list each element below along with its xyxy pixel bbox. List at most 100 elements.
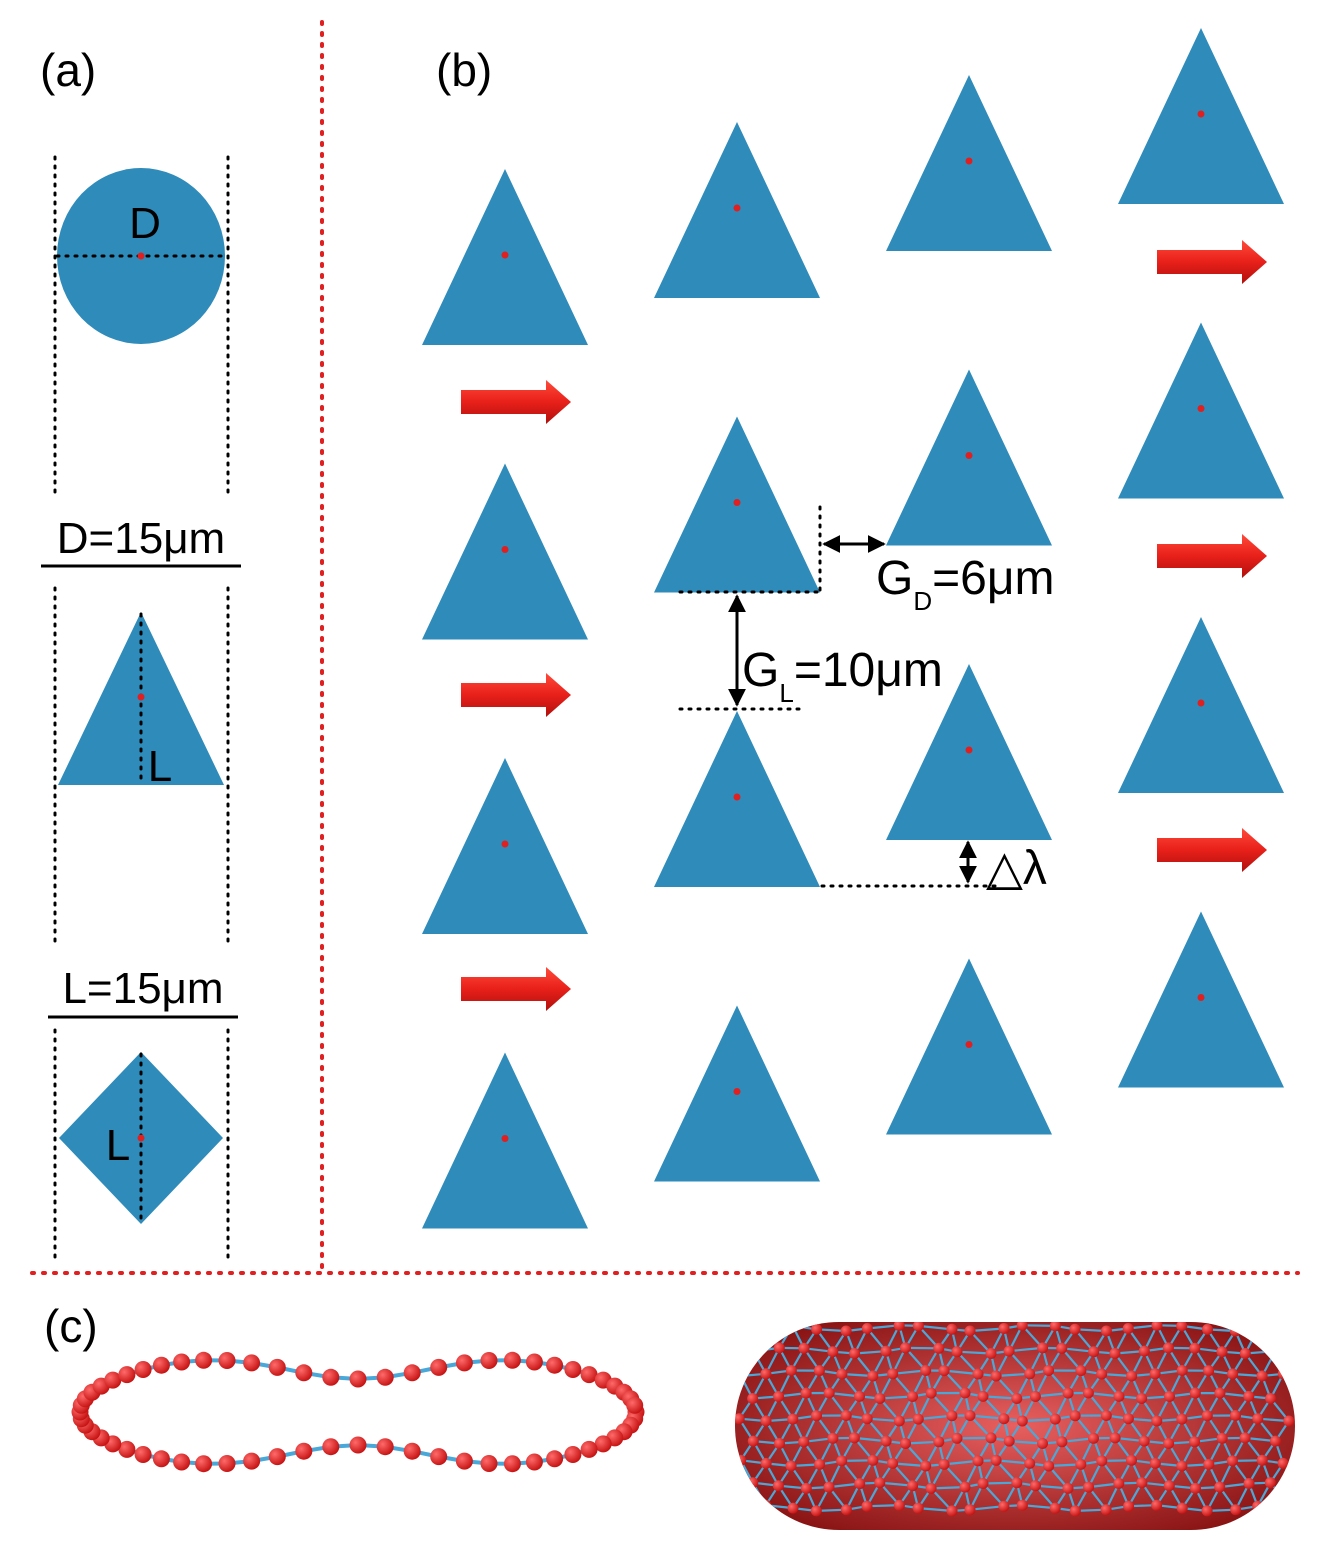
mesh-node [1189, 1436, 1201, 1448]
mesh-node [810, 1505, 822, 1517]
mesh-edge [738, 1324, 767, 1330]
mesh-node [874, 1393, 886, 1404]
diameter-label: D [129, 199, 161, 248]
cell-2d-node [546, 1356, 564, 1374]
mesh-node [1113, 1478, 1125, 1489]
mesh-edge [1008, 1346, 1043, 1353]
mesh-node [1203, 1365, 1215, 1377]
center-dot [501, 546, 509, 553]
mesh-edge [969, 1414, 1005, 1420]
mesh-node [1270, 1435, 1281, 1447]
mesh-node [1003, 1345, 1015, 1357]
mesh-node [946, 1410, 958, 1422]
mesh-node [1016, 1322, 1028, 1331]
cell-2d-node [430, 1448, 448, 1466]
mesh-node [1024, 1368, 1036, 1380]
shift-label: △λ [986, 842, 1047, 895]
mesh-node [1229, 1325, 1241, 1337]
mesh-node [1216, 1346, 1228, 1358]
center-dot [733, 1088, 741, 1095]
mesh-edge [996, 1372, 1030, 1378]
cell-2d-node [295, 1364, 313, 1382]
cell-2d-node [322, 1438, 340, 1456]
mesh-node [1149, 1457, 1161, 1469]
center-dot [1197, 110, 1205, 118]
cell-2d-node [580, 1440, 598, 1458]
cell-2d-model [71, 1351, 645, 1473]
cell-2d-node [349, 1436, 367, 1454]
mesh-node [1176, 1413, 1188, 1425]
cell-2d-node [580, 1366, 598, 1384]
mesh-node [1096, 1455, 1108, 1467]
mesh-edge [918, 1414, 953, 1421]
gap-l-sub: L [779, 678, 793, 708]
mesh-node [823, 1387, 835, 1399]
mesh-node [1277, 1457, 1289, 1469]
mesh-node [1277, 1368, 1289, 1380]
mesh-node [1227, 1368, 1239, 1380]
mesh-node [1024, 1457, 1036, 1469]
mesh-node [800, 1387, 812, 1399]
center-dot [965, 746, 973, 754]
mesh-node [811, 1410, 822, 1422]
mesh-node [1149, 1368, 1161, 1380]
mesh-node [836, 1368, 848, 1380]
mesh-node [1163, 1438, 1175, 1449]
mesh-node [912, 1502, 924, 1514]
mesh-node [1100, 1325, 1112, 1337]
panel-label-a: (a) [40, 44, 96, 96]
mesh-node [1088, 1346, 1100, 1358]
cell-2d-node [173, 1453, 191, 1471]
cell-3d-model [735, 1322, 1295, 1530]
cell-3d-mesh [735, 1322, 1295, 1517]
mesh-node [735, 1323, 745, 1334]
mesh-node [874, 1477, 886, 1489]
mesh-node [964, 1325, 976, 1337]
mesh-node [933, 1342, 945, 1354]
mesh-node [747, 1393, 759, 1404]
mesh-node [1069, 1323, 1081, 1335]
mesh-node [1100, 1410, 1112, 1421]
mesh-node [1126, 1454, 1137, 1466]
mesh-node [854, 1390, 865, 1402]
mesh-node [959, 1481, 971, 1493]
mesh-node [1243, 1390, 1255, 1402]
mesh-node [977, 1478, 989, 1489]
mesh-node [1003, 1435, 1015, 1447]
gap-d-sub: D [913, 586, 932, 616]
triangle-array [422, 28, 1284, 1229]
mesh-node [887, 1457, 899, 1469]
mesh-node [1037, 1438, 1048, 1449]
mesh-node [774, 1438, 785, 1449]
mesh-node [1164, 1391, 1175, 1402]
mesh-edge [1274, 1324, 1290, 1352]
mesh-node [1201, 1505, 1213, 1517]
mesh-node [1201, 1410, 1213, 1422]
gap-d-label: GD=6μm [876, 552, 1055, 616]
side-label: L [148, 742, 172, 791]
mesh-node [1088, 1432, 1099, 1444]
mesh-node [1082, 1387, 1094, 1399]
mesh-node [880, 1435, 892, 1447]
mesh-node [907, 1391, 918, 1402]
mesh-node [1122, 1413, 1134, 1425]
gap-d-suffix: =6μm [932, 552, 1054, 605]
mesh-node [1016, 1415, 1028, 1427]
cell-2d-node [376, 1368, 394, 1386]
mesh-node [1176, 1502, 1188, 1514]
mesh-node [1056, 1342, 1068, 1354]
mesh-node [990, 1370, 1002, 1382]
mesh-node [1126, 1370, 1138, 1382]
mesh-edge [995, 1459, 1030, 1465]
cell-2d-node [503, 1455, 521, 1473]
mesh-edge [752, 1324, 768, 1352]
mesh-node [1122, 1323, 1134, 1334]
mesh-node [1056, 1436, 1068, 1448]
triangle-dimension: L=15μm [62, 964, 223, 1013]
mesh-node [760, 1499, 772, 1511]
mesh-node [1256, 1370, 1268, 1382]
cell-2d-node [152, 1450, 170, 1468]
mesh-node [1264, 1477, 1276, 1489]
mesh-edge [918, 1507, 953, 1512]
cell-2d-node [546, 1450, 564, 1468]
